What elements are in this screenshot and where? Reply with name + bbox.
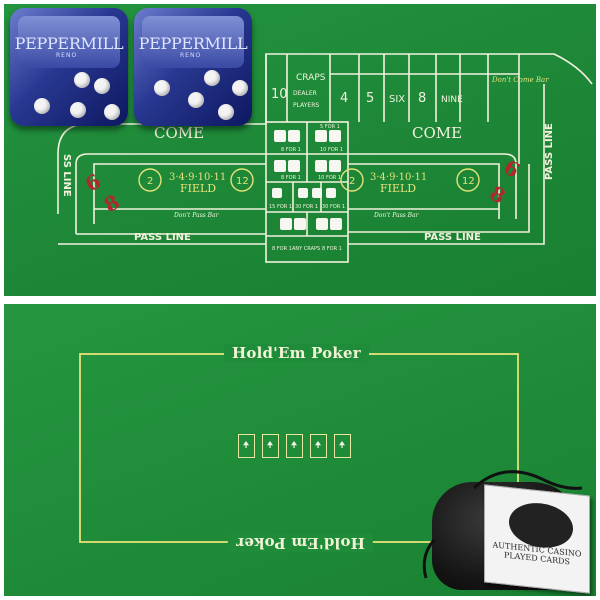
prop-die-icon (315, 160, 327, 172)
spade-icon (315, 441, 321, 448)
prop-die-icon (288, 160, 300, 172)
dealer-label: DEALER (293, 90, 317, 97)
prop-die-icon (288, 130, 300, 142)
dice-brand: PEPPERMILL (138, 34, 248, 53)
prop-die-icon (316, 218, 328, 230)
pays-2-left: 2 (147, 176, 153, 187)
pass-line-right: PASS LINE (424, 232, 481, 243)
community-card-slot (262, 434, 279, 458)
prop-die-icon (272, 188, 282, 198)
big-6-right: 6 (500, 155, 524, 183)
peppermill-die-left: PEPPERMILL RENO (10, 8, 128, 126)
field-numbers-left: 3·4·9·10·11 (169, 172, 226, 183)
pays-12-left: 12 (236, 176, 249, 187)
holdem-title-flipped: Hold'Em Poker (228, 534, 373, 552)
number-8: 8 (418, 91, 426, 106)
dice-city: RENO (180, 52, 202, 59)
prop-die-icon (312, 188, 322, 198)
dont-pass-bar-left: Don't Pass Bar (173, 212, 220, 219)
pouch-drawstring (422, 470, 583, 579)
pass-line-side-left: SS LINE (61, 154, 72, 197)
prop-die-icon (298, 188, 308, 198)
any-craps-label: ANY CRAPS (292, 246, 320, 252)
pays-12-circle-right (456, 168, 480, 192)
prop-pay-label: 10 FOR 1 (318, 175, 341, 181)
prop-die-icon (280, 218, 292, 230)
pays-12-right: 12 (462, 176, 475, 187)
prop-pay-label: 5 FOR 1 (320, 124, 340, 130)
dice-city: RENO (56, 52, 78, 59)
prop-die-icon (329, 130, 341, 142)
field-numbers-right: 3·4·9·10·11 (370, 172, 427, 183)
come-area-label-left: COME (154, 124, 204, 142)
prop-die-icon (315, 130, 327, 142)
prop-die-icon (330, 218, 342, 230)
card-pouch: AUTHENTIC CASINO PLAYED CARDS (414, 460, 592, 594)
spade-icon (243, 441, 249, 448)
big-8-left: 8 (100, 190, 124, 218)
card-box-label: AUTHENTIC CASINO PLAYED CARDS (492, 540, 582, 567)
number-5: 5 (366, 91, 374, 106)
prop-pay-label: 30 FOR 1 (295, 204, 318, 210)
pays-2-circle-right (340, 168, 364, 192)
players-label: PLAYERS (293, 102, 319, 109)
community-card-slot (286, 434, 303, 458)
field-label-right: FIELD (380, 182, 416, 195)
field-label-left: FIELD (180, 182, 216, 195)
prop-pay-label: 8 FOR 1 (322, 246, 342, 252)
spade-icon (339, 441, 345, 448)
community-card-slot (334, 434, 351, 458)
prop-die-icon (329, 160, 341, 172)
number-nine: NINE (441, 95, 463, 105)
prop-die-icon (274, 130, 286, 142)
community-card-slot (310, 434, 327, 458)
prop-pay-label: 30 FOR 1 (322, 204, 345, 210)
pays-2-right: 2 (349, 176, 355, 187)
dont-pass-bar-right: Don't Pass Bar (373, 212, 420, 219)
spade-icon (291, 441, 297, 448)
dice-brand: PEPPERMILL (14, 34, 124, 53)
prop-pay-label: 8 FOR 1 (281, 175, 301, 181)
craps-layout: 10 CRAPS DEALER PLAYERS 4 5 SIX 8 NINE D… (57, 53, 593, 263)
peppermill-die-right: PEPPERMILL RENO (134, 8, 252, 126)
big-8-right: 8 (486, 181, 510, 209)
come-area-label: COME (412, 124, 462, 142)
pass-line-side-right: PASS LINE (544, 123, 555, 180)
prop-pay-label: 8 FOR 1 (281, 147, 301, 153)
spade-icon (267, 441, 273, 448)
pays-12-circle-left (230, 168, 254, 192)
prop-die-icon (274, 160, 286, 172)
number-10: 10 (271, 87, 288, 102)
number-4: 4 (340, 91, 348, 106)
pays-2-circle-left (138, 168, 162, 192)
big-6-left: 6 (81, 169, 105, 197)
prop-pay-label: 10 FOR 1 (320, 147, 343, 153)
number-six: SIX (389, 94, 405, 105)
craps-table-panel: 10 CRAPS DEALER PLAYERS 4 5 SIX 8 NINE D… (4, 4, 596, 296)
prop-pay-label: 8 FOR 1 (272, 246, 292, 252)
pass-line-left: PASS LINE (134, 232, 191, 243)
craps-title: CRAPS (296, 73, 326, 83)
prop-die-icon (294, 218, 306, 230)
playing-cards-box: AUTHENTIC CASINO PLAYED CARDS (484, 484, 590, 594)
dont-come-bar: Don't Come Bar (491, 76, 549, 84)
holdem-table-panel: Hold'Em Poker Hold'Em Poker AUTHENTIC CA… (4, 304, 596, 596)
holdem-title: Hold'Em Poker (224, 344, 369, 362)
community-card-slot (238, 434, 255, 458)
prop-pay-label: 15 FOR 1 (269, 204, 292, 210)
prop-die-icon (326, 188, 336, 198)
